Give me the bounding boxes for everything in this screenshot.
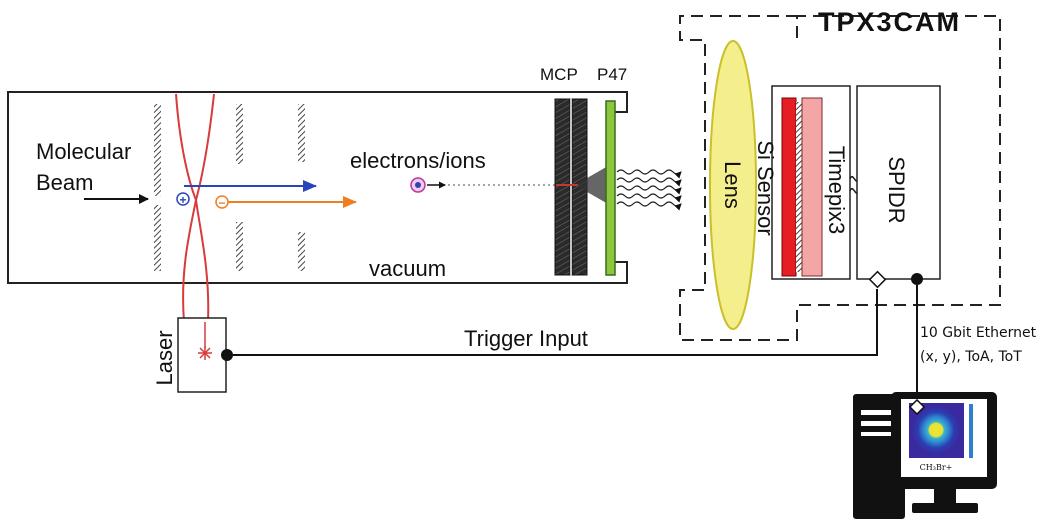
spidr-label: SPIDR [884,156,909,223]
si-sensor-label: Si Sensor [753,140,778,235]
detector-image-colorbar [969,404,973,458]
laser-beam-right [194,93,215,323]
timepix3-layer [801,97,823,277]
spidr-box [856,85,941,280]
negative-ion-symbol: − [218,196,225,210]
lens-label: Lens [720,161,745,209]
ethernet-label-line1: 10 Gbit Ethernet [920,325,1037,341]
si-sensor-layer [781,97,797,277]
laser-label: Laser [152,330,177,385]
electrons-ions-label: electrons/ions [350,148,486,173]
photon-wave-2 [616,177,682,187]
electrode-plate-1-bottom [154,205,161,271]
electrode-plate-2-bottom [236,222,243,271]
mcp-label: MCP [540,65,578,84]
molecular-beam-label-line1: Molecular [36,139,131,164]
electrode-plate-1-top [154,104,161,196]
tpx3cam-title: TPX3CAM [818,7,961,37]
detector-image-ring [912,406,960,454]
particle-inner-icon [415,182,421,188]
vacuum-chamber [7,91,628,284]
electrode-plate-3-bottom [298,232,305,271]
laser-burst-icon [198,346,212,360]
photon-wave-3 [616,185,682,195]
screen-caption: CH₃Br+ [920,463,953,472]
lens [709,40,757,330]
p47-label: P47 [597,65,627,84]
negative-ion-marker [215,195,229,209]
monitor-base [912,503,978,513]
positive-ion-symbol: + [179,193,186,207]
mcp-plate-1 [554,98,571,276]
laser-beam-left [175,93,198,323]
computer-icon: CH₃Br+ [853,392,997,519]
photon-wave-1 [616,169,682,179]
electrode-plate-2-top [236,104,243,164]
vacuum-label: vacuum [369,256,446,281]
ethernet-label-line2: (x, y), ToA, ToT [920,349,1022,365]
spidr-ethernet-port-icon [911,273,923,285]
photon-wave-4 [616,193,682,203]
monitor-stand [934,489,956,503]
spidr-trigger-port-icon [868,270,887,289]
laser-trigger-port-icon [221,349,233,361]
computer-ethernet-port-icon [908,398,926,416]
photon-wave-5 [616,201,682,211]
p47-phosphor-screen [605,100,616,276]
timepix3-label: Timepix3 [824,146,849,234]
bump-bonds [796,102,802,272]
molecular-beam-label-line2: Beam [36,170,93,195]
trigger-input-label: Trigger Input [464,326,588,351]
mcp-amplification-fan [575,166,608,204]
tpx3cam-enclosure [679,15,1001,341]
positive-ion-marker [176,192,190,206]
electrode-plate-3-top [298,104,305,162]
trigger-cable [233,289,878,356]
